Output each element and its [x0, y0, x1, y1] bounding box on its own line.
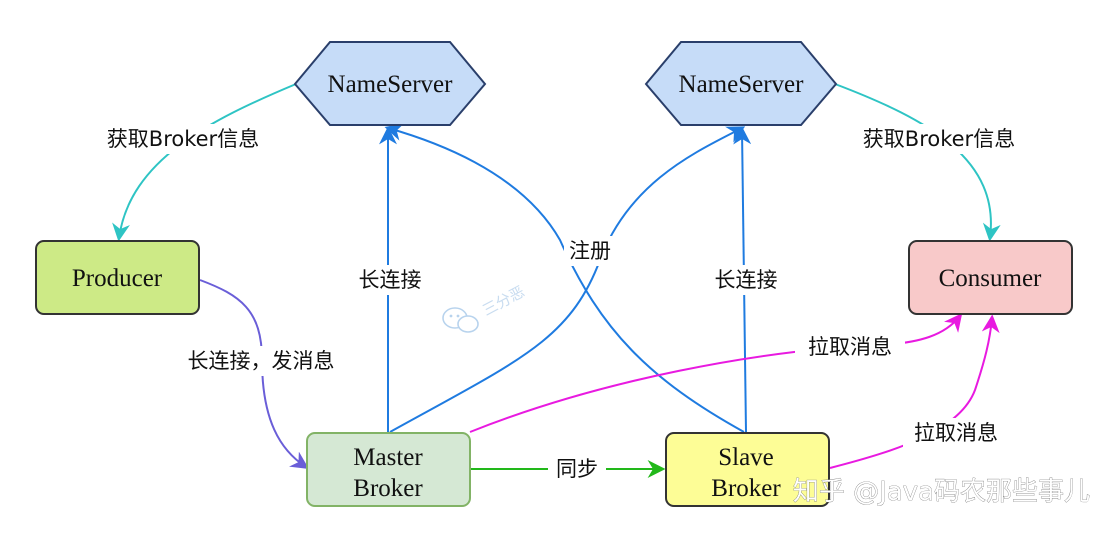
label-producer-send-message: 长连接，发消息: [188, 349, 335, 373]
wechat-icon: [442, 307, 479, 333]
watermark-faint-text: 三分恶: [479, 283, 527, 320]
slave-broker-node: Slave Broker: [665, 432, 830, 507]
consumer-box: [908, 240, 1073, 315]
label-master-long-connection: 长连接: [359, 268, 422, 292]
master-broker-box: [306, 432, 471, 507]
master-broker-node: Master Broker: [306, 432, 471, 507]
label-slave-long-connection: 长连接: [715, 268, 778, 292]
edge-slave-to-consumer: [829, 314, 1000, 469]
label-consumer-get-broker-info: 获取Broker信息: [863, 127, 1015, 151]
label-register: 注册: [569, 239, 611, 263]
nameserver-left-label: NameServer: [328, 71, 454, 98]
slave-broker-label-line2: Broker: [711, 475, 781, 502]
edge-master-to-nameserver-right: [389, 126, 746, 433]
edge-slave-to-nameserver-left: [384, 123, 745, 433]
edge-nameserver-to-producer: [112, 83, 297, 242]
consumer-label: Consumer: [939, 265, 1042, 292]
consumer-node: Consumer: [908, 240, 1073, 315]
label-sync: 同步: [556, 457, 598, 481]
label-master-pull-message: 拉取消息: [808, 335, 892, 359]
slave-broker-label-line1: Slave: [718, 444, 774, 471]
wechat-watermark: 三分恶: [442, 283, 528, 333]
zhihu-watermark: 知乎 @Java码农那些事儿: [793, 477, 1090, 507]
nameserver-left-node: NameServer: [293, 41, 487, 126]
master-broker-label-line1: Master: [353, 444, 423, 471]
label-slave-pull-message: 拉取消息: [914, 421, 998, 445]
slave-broker-box: [665, 432, 830, 507]
edge-nameserver-to-consumer: [834, 83, 1001, 242]
nameserver-left-hexagon: [293, 41, 487, 126]
producer-node: Producer: [35, 240, 200, 315]
label-producer-get-broker-info: 获取Broker信息: [107, 127, 259, 151]
nameserver-right-hexagon: [644, 41, 838, 126]
producer-label: Producer: [72, 265, 163, 292]
nameserver-right-label: NameServer: [679, 71, 805, 98]
producer-box: [35, 240, 200, 315]
nameserver-right-node: NameServer: [644, 41, 838, 126]
master-broker-label-line2: Broker: [353, 475, 423, 502]
